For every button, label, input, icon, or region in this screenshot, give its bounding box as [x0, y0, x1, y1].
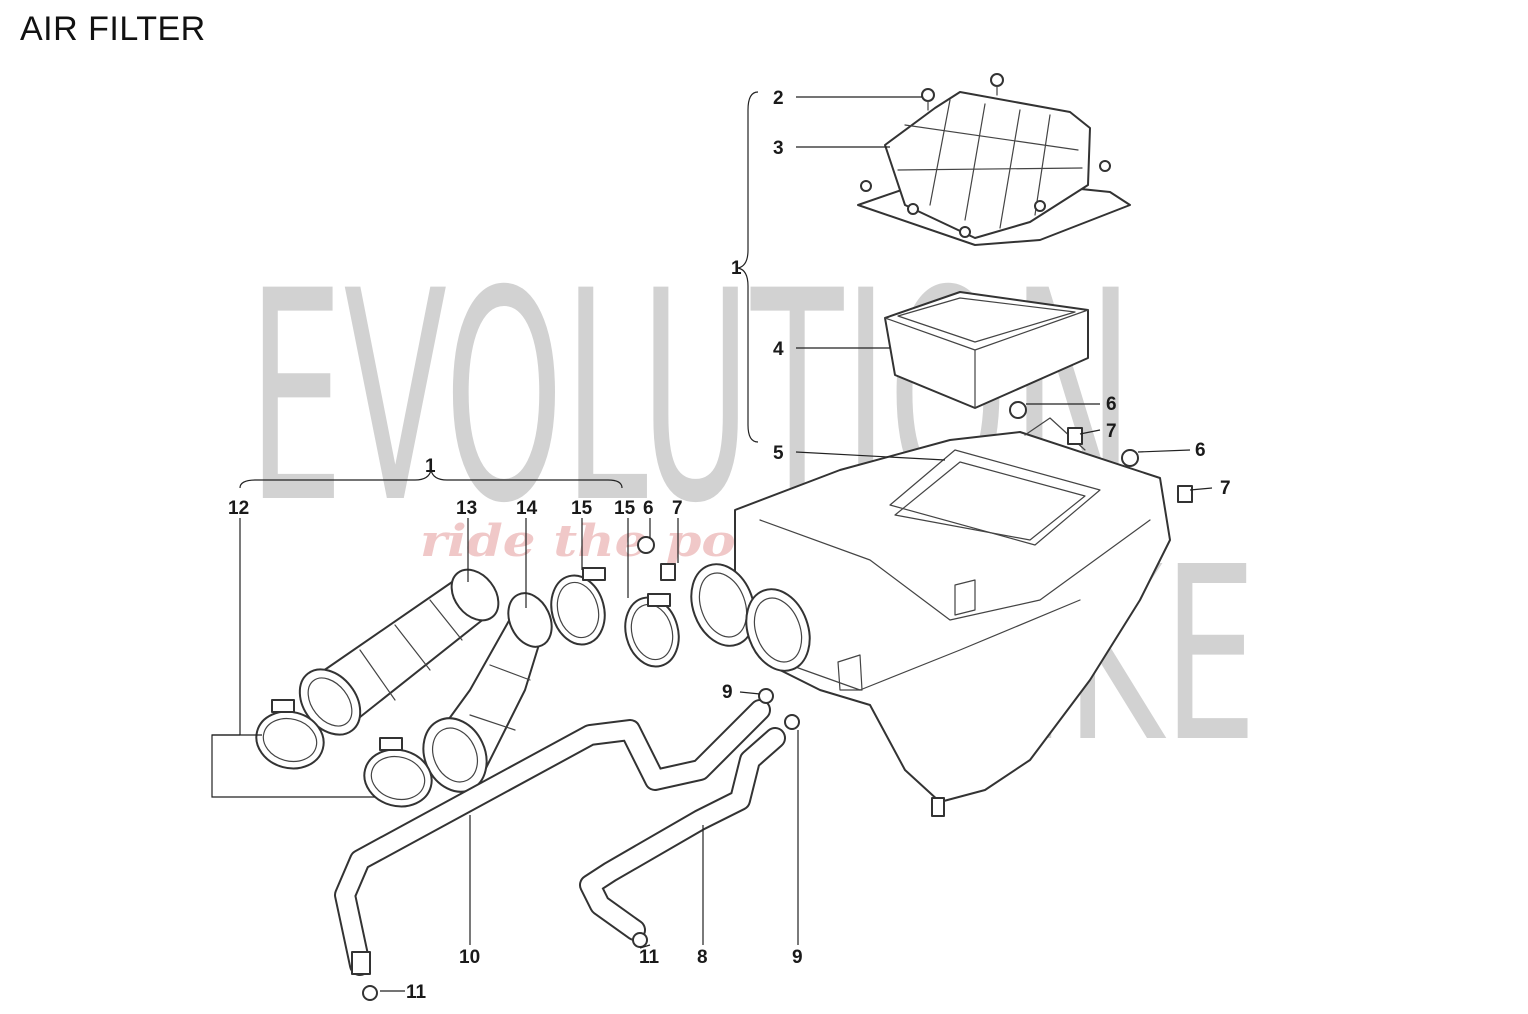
- callout-4: 4: [773, 339, 784, 360]
- callout-5: 5: [773, 443, 784, 464]
- callout-11-b: 11: [406, 982, 427, 1003]
- callout-15-b: 15: [614, 498, 636, 519]
- callout-13: 13: [456, 498, 477, 519]
- callout-14: 14: [516, 498, 538, 519]
- hose-clamps: [255, 567, 680, 808]
- callout-10: 10: [459, 947, 480, 968]
- callout-1-right: 1: [731, 258, 742, 279]
- grommets-and-clips: [637, 401, 1193, 581]
- callout-labels: 2 3 1 4 5 6 7 6 7 1 12 13 14 15 15 6 7 9…: [228, 88, 1231, 1003]
- leader-lines: [211, 91, 1213, 992]
- filter-element: [884, 291, 1089, 409]
- callout-12: 12: [228, 498, 249, 519]
- breather-hose-8: [579, 727, 786, 941]
- callout-11-a: 11: [639, 947, 660, 968]
- drain-hose-10: [334, 699, 771, 976]
- callout-7-c: 7: [672, 498, 683, 519]
- callout-3: 3: [773, 138, 784, 159]
- callout-6-c: 6: [643, 498, 654, 519]
- intake-duct-13: [298, 568, 500, 736]
- airbox-housing: [690, 417, 1171, 817]
- small-hose-clips: [362, 688, 800, 1001]
- callout-6-a: 6: [1106, 394, 1117, 415]
- airbox-top-cover: [857, 91, 1131, 246]
- callout-9-b: 9: [792, 947, 803, 968]
- intake-duct-14: [422, 592, 553, 793]
- callout-1-top: 1: [425, 456, 436, 477]
- callout-6-b: 6: [1195, 440, 1206, 461]
- callout-9-a: 9: [722, 682, 733, 703]
- callout-7-b: 7: [1220, 478, 1231, 499]
- cover-screws: [921, 73, 1004, 111]
- callout-8: 8: [697, 947, 708, 968]
- callout-7-a: 7: [1106, 421, 1117, 442]
- callout-15-a: 15: [571, 498, 593, 519]
- callout-2: 2: [773, 88, 784, 109]
- page-title: AIR FILTER: [20, 10, 206, 48]
